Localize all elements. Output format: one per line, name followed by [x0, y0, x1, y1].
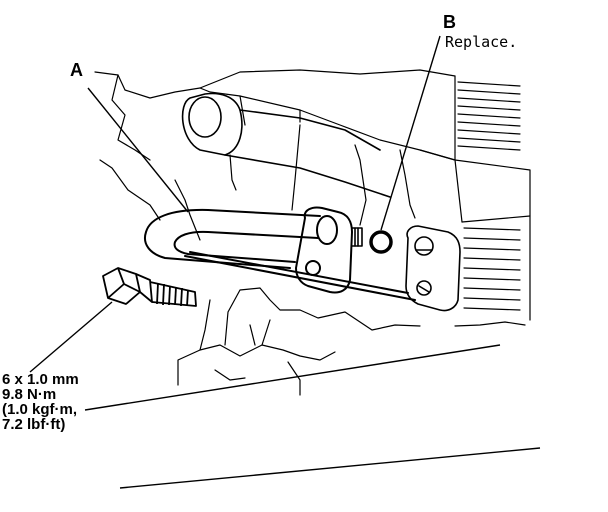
- hose-a: [144, 208, 416, 301]
- callout-b-note: Replace.: [445, 33, 518, 51]
- bolt: [102, 267, 197, 307]
- hose-flange: [295, 206, 353, 294]
- baseline-rule: [119, 447, 541, 489]
- spec-torque-lbfft: 7.2 lbf·ft): [2, 416, 66, 433]
- leader-lines: [29, 35, 541, 489]
- leader-line-bolt: [29, 301, 113, 373]
- fitting-stud: [351, 227, 363, 247]
- spec-bolt-size: 6 x 1.0 mm: [2, 371, 79, 388]
- callout-a-label: A: [70, 60, 83, 80]
- torque-spec: 6 x 1.0 mm 9.8 N·m (1.0 kgf·m, 7.2 lbf·f…: [2, 372, 79, 432]
- callout-b-label: B: [443, 12, 456, 32]
- spec-torque-nm: 9.8 N·m: [2, 386, 57, 403]
- leader-line-spec: [84, 344, 501, 411]
- leader-line-b: [380, 35, 441, 231]
- pulley-boss: [181, 92, 391, 198]
- o-ring-b: [369, 230, 393, 254]
- spec-torque-kgfm: (1.0 kgf·m,: [2, 401, 78, 418]
- housing-outline: [94, 69, 526, 396]
- finned-housing: [419, 75, 531, 321]
- mounting-plate: [405, 225, 461, 312]
- leader-line-a: [87, 87, 189, 213]
